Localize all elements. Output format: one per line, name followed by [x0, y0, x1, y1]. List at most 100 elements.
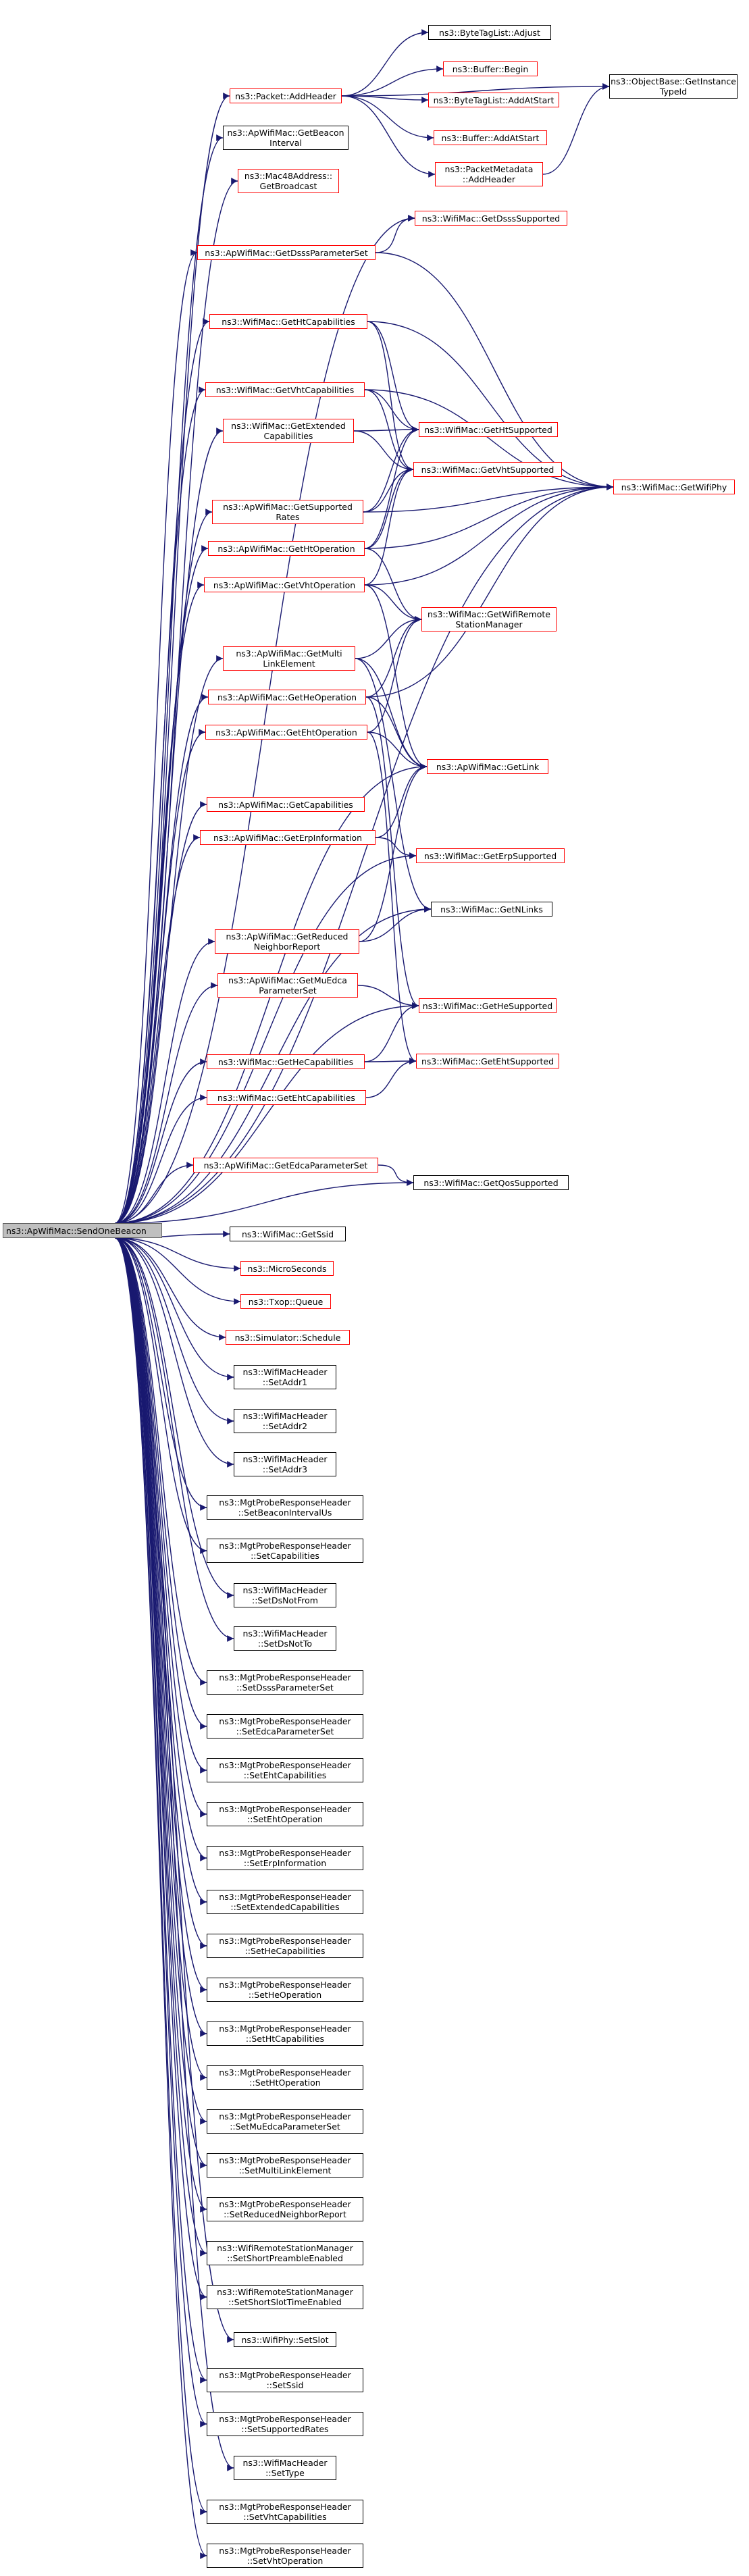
node-dsss-supported[interactable]: ns3::WifiMac::GetDsssSupported — [415, 211, 567, 226]
node-erp-info[interactable]: ns3::ApWifiMac::GetErpInformation — [200, 830, 376, 845]
node-label: ns3::MgtProbeResponseHeader ::SetEhtCapa… — [219, 1760, 351, 1780]
node-dsss-param[interactable]: ns3::ApWifiMac::GetDsssParameterSet — [197, 245, 376, 260]
node-s-heop[interactable]: ns3::MgtProbeResponseHeader ::SetHeOpera… — [207, 1978, 363, 2002]
edge-vht-op-to-wifi-phy — [364, 484, 614, 586]
node-ext-cap[interactable]: ns3::WifiMac::GetExtended Capabilities — [223, 419, 354, 443]
node-beacon-interval[interactable]: ns3::ApWifiMac::GetBeacon Interval — [223, 126, 348, 150]
edge-ht-cap-to-ht-supported — [367, 321, 419, 433]
node-s-extcap[interactable]: ns3::MgtProbeResponseHeader ::SetExtende… — [207, 1890, 363, 1914]
node-s-slot[interactable]: ns3::WifiPhy::SetSlot — [234, 2332, 336, 2347]
node-label: ns3::ApWifiMac::GetDsssParameterSet — [205, 247, 368, 258]
node-label: ns3::WifiMacHeader ::SetDsNotTo — [242, 1628, 328, 1649]
edge-root-to-s-rates — [114, 1237, 207, 2427]
node-label: ns3::WifiMac::GetHeSupported — [422, 1000, 553, 1011]
node-microseconds[interactable]: ns3::MicroSeconds — [240, 1261, 334, 1276]
node-label: ns3::WifiMacHeader ::SetAddr1 — [242, 1367, 328, 1387]
node-schedule[interactable]: ns3::Simulator::Schedule — [226, 1330, 350, 1345]
node-label: ns3::MgtProbeResponseHeader ::SetCapabil… — [219, 1541, 351, 1561]
node-mu-edca[interactable]: ns3::ApWifiMac::GetMuEdca ParameterSet — [217, 973, 358, 998]
node-label: ns3::WifiMac::GetWifiRemote StationManag… — [428, 609, 550, 629]
node-eht-op[interactable]: ns3::ApWifiMac::GetEhtOperation — [205, 725, 367, 740]
node-wifi-phy[interactable]: ns3::WifiMac::GetWifiPhy — [613, 480, 735, 494]
node-get-ssid[interactable]: ns3::WifiMac::GetSsid — [230, 1227, 346, 1241]
node-buffer-begin[interactable]: ns3::Buffer::Begin — [443, 61, 538, 76]
node-setaddr2[interactable]: ns3::WifiMacHeader ::SetAddr2 — [234, 1409, 336, 1433]
edge-root-to-s-beacon-int — [114, 1237, 207, 1511]
edge-root-to-dsss-supported — [114, 215, 415, 1224]
node-s-erp[interactable]: ns3::MgtProbeResponseHeader ::SetErpInfo… — [207, 1846, 363, 1870]
node-ht-op[interactable]: ns3::ApWifiMac::GetHtOperation — [208, 541, 365, 556]
node-s-htop[interactable]: ns3::MgtProbeResponseHeader ::SetHtOpera… — [207, 2065, 363, 2090]
node-s-dsss[interactable]: ns3::MgtProbeResponseHeader ::SetDsssPar… — [207, 1670, 363, 1695]
node-vht-op[interactable]: ns3::ApWifiMac::GetVhtOperation — [204, 577, 365, 592]
node-edca-param[interactable]: ns3::ApWifiMac::GetEdcaParameterSet — [193, 1158, 378, 1173]
node-label: ns3::Mac48Address:: GetBroadcast — [244, 171, 333, 191]
node-eht-supported[interactable]: ns3::WifiMac::GetEhtSupported — [416, 1054, 559, 1068]
node-vht-supported[interactable]: ns3::WifiMac::GetVhtSupported — [413, 462, 562, 477]
edge-root-to-eht-cap — [114, 1094, 207, 1224]
node-he-cap[interactable]: ns3::WifiMac::GetHeCapabilities — [207, 1054, 365, 1069]
node-setaddr3[interactable]: ns3::WifiMacHeader ::SetAddr3 — [234, 1452, 336, 1476]
node-setaddr1[interactable]: ns3::WifiMacHeader ::SetAddr1 — [234, 1365, 336, 1389]
node-getinstancetypeid[interactable]: ns3::ObjectBase::GetInstance TypeId — [609, 74, 738, 99]
edge-ext-cap-to-vht-supported — [353, 430, 414, 473]
node-tag-addatstart[interactable]: ns3::ByteTagList::AddAtStart — [428, 93, 559, 107]
node-s-multilink[interactable]: ns3::MgtProbeResponseHeader ::SetMultiLi… — [207, 2153, 363, 2178]
node-ap-cap[interactable]: ns3::ApWifiMac::GetCapabilities — [207, 797, 365, 812]
node-rnr[interactable]: ns3::ApWifiMac::GetReduced NeighborRepor… — [215, 929, 359, 954]
node-eht-cap[interactable]: ns3::WifiMac::GetEhtCapabilities — [207, 1090, 366, 1105]
node-vht-cap[interactable]: ns3::WifiMac::GetVhtCapabilities — [205, 382, 365, 397]
edge-root-to-ap-cap — [114, 801, 207, 1224]
root-function-node[interactable]: ns3::ApWifiMac::SendOneBeacon — [3, 1223, 162, 1238]
edge-pm-addheader-to-getinstancetypeid — [542, 83, 610, 175]
node-remote-sm[interactable]: ns3::WifiMac::GetWifiRemote StationManag… — [421, 607, 557, 632]
node-s-dsnotto[interactable]: ns3::WifiMacHeader ::SetDsNotTo — [234, 1626, 336, 1651]
edge-multi-link-to-remote-sm — [355, 616, 422, 659]
node-he-supported[interactable]: ns3::WifiMac::GetHeSupported — [419, 998, 557, 1013]
node-label: ns3::WifiMac::GetEhtSupported — [421, 1056, 554, 1066]
node-s-shortslot[interactable]: ns3::WifiRemoteStationManager ::SetShort… — [207, 2285, 363, 2309]
node-he-op[interactable]: ns3::ApWifiMac::GetHeOperation — [208, 690, 366, 704]
edge-root-to-s-shortslot — [114, 1237, 207, 2300]
edge-dsss-param-to-wifi-phy — [375, 252, 614, 490]
node-s-rates[interactable]: ns3::MgtProbeResponseHeader ::SetSupport… — [207, 2412, 363, 2436]
node-s-htcap[interactable]: ns3::MgtProbeResponseHeader ::SetHtCapab… — [207, 2021, 363, 2046]
edge-root-to-s-slot — [114, 1237, 234, 2343]
edge-supported-rates-to-ht-supported — [363, 426, 419, 513]
edge-root-to-s-dsss — [114, 1237, 207, 1686]
node-s-muedca[interactable]: ns3::MgtProbeResponseHeader ::SetMuEdcaP… — [207, 2109, 363, 2134]
node-s-vhtop[interactable]: ns3::MgtProbeResponseHeader ::SetVhtOper… — [207, 2544, 363, 2568]
node-s-ehtop[interactable]: ns3::MgtProbeResponseHeader ::SetEhtOper… — [207, 1802, 363, 1826]
node-s-hecap[interactable]: ns3::MgtProbeResponseHeader ::SetHeCapab… — [207, 1934, 363, 1958]
node-s-type[interactable]: ns3::WifiMacHeader ::SetType — [234, 2456, 336, 2480]
node-multi-link[interactable]: ns3::ApWifiMac::GetMulti LinkElement — [223, 646, 355, 671]
node-label: ns3::Simulator::Schedule — [234, 1332, 341, 1343]
edge-erp-info-to-get-link — [375, 763, 428, 838]
node-s-cap[interactable]: ns3::MgtProbeResponseHeader ::SetCapabil… — [207, 1539, 363, 1563]
node-nlinks[interactable]: ns3::WifiMac::GetNLinks — [431, 902, 552, 917]
node-s-beacon-int[interactable]: ns3::MgtProbeResponseHeader ::SetBeaconI… — [207, 1495, 363, 1520]
node-s-ehtcap[interactable]: ns3::MgtProbeResponseHeader ::SetEhtCapa… — [207, 1758, 363, 1782]
node-get-broadcast[interactable]: ns3::Mac48Address:: GetBroadcast — [238, 169, 339, 193]
node-erp-supported[interactable]: ns3::WifiMac::GetErpSupported — [416, 848, 565, 863]
node-label: ns3::Packet::AddHeader — [235, 91, 336, 101]
node-qos-supported[interactable]: ns3::WifiMac::GetQosSupported — [413, 1175, 569, 1190]
node-pm-addheader[interactable]: ns3::PacketMetadata ::AddHeader — [435, 162, 543, 186]
node-ht-supported[interactable]: ns3::WifiMac::GetHtSupported — [419, 422, 558, 437]
node-label: ns3::MgtProbeResponseHeader ::SetErpInfo… — [219, 1848, 351, 1868]
node-s-edca[interactable]: ns3::MgtProbeResponseHeader ::SetEdcaPar… — [207, 1714, 363, 1738]
edge-supported-rates-to-wifi-phy — [363, 484, 614, 513]
node-add-header[interactable]: ns3::Packet::AddHeader — [230, 88, 342, 103]
node-supported-rates[interactable]: ns3::ApWifiMac::GetSupported Rates — [212, 500, 363, 524]
node-ht-cap[interactable]: ns3::WifiMac::GetHtCapabilities — [209, 314, 367, 329]
node-buffer-addatstart[interactable]: ns3::Buffer::AddAtStart — [434, 130, 547, 145]
node-s-rnr[interactable]: ns3::MgtProbeResponseHeader ::SetReduced… — [207, 2197, 363, 2221]
node-s-vhtcap[interactable]: ns3::MgtProbeResponseHeader ::SetVhtCapa… — [207, 2500, 363, 2524]
node-get-link[interactable]: ns3::ApWifiMac::GetLink — [427, 759, 548, 774]
node-tag-adjust[interactable]: ns3::ByteTagList::Adjust — [428, 25, 551, 40]
node-s-shortpre[interactable]: ns3::WifiRemoteStationManager ::SetShort… — [207, 2241, 363, 2265]
node-s-dsnotfrom[interactable]: ns3::WifiMacHeader ::SetDsNotFrom — [234, 1583, 336, 1607]
edge-root-to-rnr — [114, 938, 215, 1224]
node-s-ssid[interactable]: ns3::MgtProbeResponseHeader ::SetSsid — [207, 2368, 363, 2392]
node-txop-queue[interactable]: ns3::Txop::Queue — [240, 1294, 331, 1309]
